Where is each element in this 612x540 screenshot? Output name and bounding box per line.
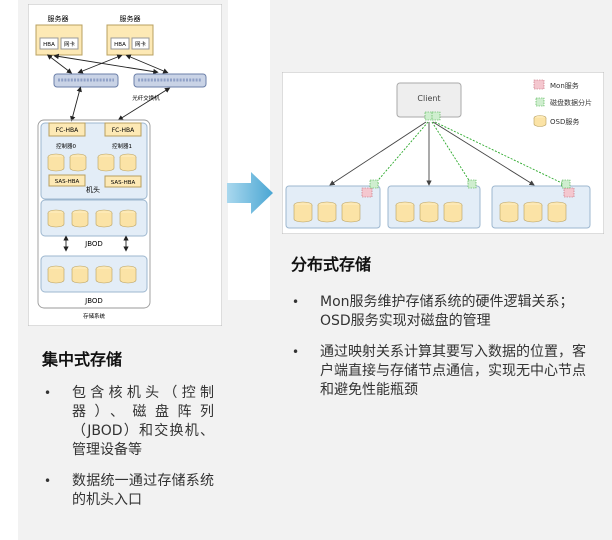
storage-node-3 <box>491 179 591 229</box>
distributed-storage-diagram: Client Mon服务 磁盘数据分片 OSD服务 <box>282 72 604 234</box>
server-2: 服务器 HBA 网卡 <box>106 14 154 56</box>
jbod-label-2: JBOD <box>84 297 103 305</box>
server-1: 服务器 HBA 网卡 <box>35 14 83 56</box>
storage-system-frame <box>37 119 151 309</box>
server-label: 服务器 <box>48 14 69 23</box>
client-label: Client <box>417 94 440 103</box>
storage-node-2 <box>387 179 481 229</box>
fc-hba-label-1: FC-HBA <box>56 127 79 134</box>
controller1-label: 控制器1 <box>112 142 132 150</box>
switch-head-links <box>70 86 171 122</box>
legend-mon-label: Mon服务 <box>550 81 579 90</box>
client-node-links <box>329 121 535 186</box>
legend: Mon服务 磁盘数据分片 OSD服务 <box>533 79 592 127</box>
distributed-bullets: Mon服务维护存储系统的硬件逻辑关系；OSD服务实现对磁盘的管理 通过映射关系计… <box>290 293 590 412</box>
client-node: Client <box>396 82 462 121</box>
head-label: 机头 <box>86 185 100 194</box>
legend-shard-label: 磁盘数据分片 <box>550 98 592 107</box>
client-shard-links <box>373 121 567 186</box>
centralized-bullet-1: 包含核机头（控制器）、磁盘阵列（JBOD）和交换机、管理设备等 <box>42 384 214 460</box>
transition-arrow-icon <box>227 172 273 214</box>
fc-switch-2 <box>133 73 207 88</box>
centralized-bullets: 包含核机头（控制器）、磁盘阵列（JBOD）和交换机、管理设备等 数据统一通过存储… <box>42 384 214 522</box>
fc-hba-label-2: FC-HBA <box>112 127 135 134</box>
sas-hba-label-1: SAS-HBA <box>55 179 80 185</box>
legend-osd-label: OSD服务 <box>550 117 579 126</box>
centralized-bullet-2: 数据统一通过存储系统的机头入口 <box>42 472 214 510</box>
jbod-2 <box>40 255 148 293</box>
jbod-label-1: JBOD <box>84 240 103 248</box>
centralized-title: 集中式存储 <box>42 350 123 369</box>
storage-system-label: 存储系统 <box>83 312 106 320</box>
controller0-label: 控制器0 <box>56 142 77 150</box>
nic-label: 网卡 <box>135 40 147 48</box>
storage-node-1 <box>285 179 381 229</box>
server-label: 服务器 <box>120 14 141 23</box>
nic-label: 网卡 <box>64 40 76 48</box>
switch-label: 光纤交换机 <box>132 94 160 102</box>
jbod-links-1 <box>63 235 129 252</box>
fc-switch-1 <box>53 73 119 88</box>
distributed-title: 分布式存储 <box>291 255 372 274</box>
server-switch-links <box>46 53 169 75</box>
sas-hba-label-2: SAS-HBA <box>111 180 136 186</box>
centralized-storage-diagram: 服务器 HBA 网卡 服务器 HBA 网卡 光纤交换机 FC-HBA <box>28 4 222 326</box>
hba-label: HBA <box>114 42 126 48</box>
distributed-bullet-2: 通过映射关系计算其要写入数据的位置，客户端直接与存储节点通信，实现无中心节点和避… <box>290 343 590 400</box>
hba-label: HBA <box>43 42 55 48</box>
distributed-bullet-1: Mon服务维护存储系统的硬件逻辑关系；OSD服务实现对磁盘的管理 <box>290 293 590 331</box>
jbod-1 <box>40 199 148 237</box>
